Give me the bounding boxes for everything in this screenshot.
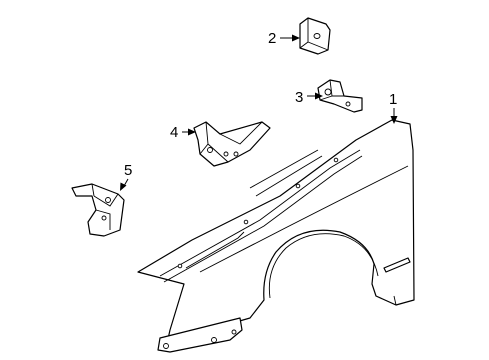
upper-bracket xyxy=(299,17,331,55)
callout-1: 1 xyxy=(389,91,398,124)
callout-5: 5 xyxy=(120,162,132,191)
callout-label-2: 2 xyxy=(268,30,276,47)
front-fender xyxy=(137,119,415,353)
callout-4: 4 xyxy=(170,124,196,141)
callout-label-5: 5 xyxy=(124,162,132,179)
callout-2: 2 xyxy=(268,30,300,47)
callout-label-3: 3 xyxy=(295,89,303,106)
callout-3: 3 xyxy=(295,89,323,106)
front-support-bracket xyxy=(193,121,271,167)
callout-label-4: 4 xyxy=(170,124,178,141)
callout-label-1: 1 xyxy=(389,91,397,108)
lower-support-bracket xyxy=(71,183,125,237)
fender-mount-bracket xyxy=(317,79,363,113)
